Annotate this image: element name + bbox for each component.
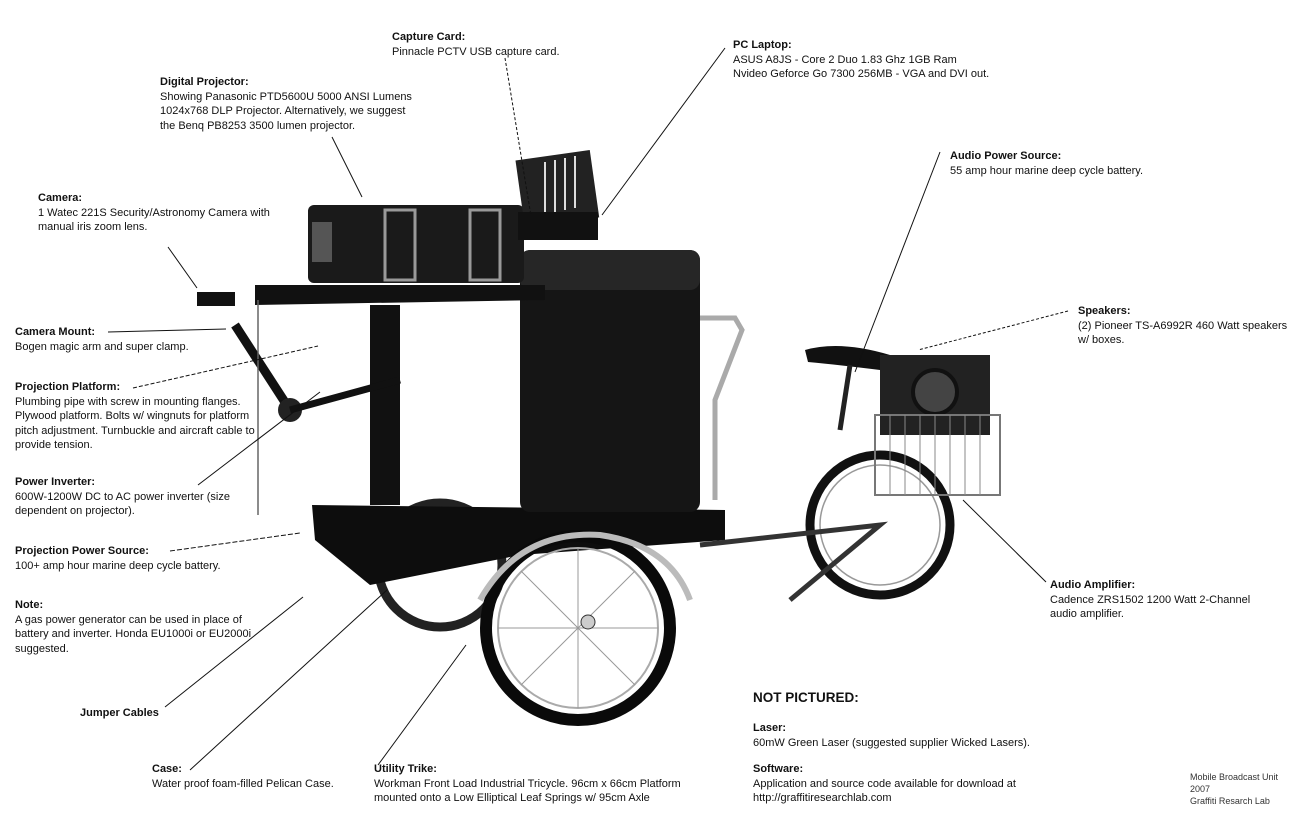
label-audio-amplifier: Audio Amplifier: Cadence ZRS1502 1200 Wa…: [1050, 578, 1250, 622]
credit-year: 2007: [1190, 784, 1211, 794]
credit-block: Mobile Broadcast Unit 2007 Graffiti Resa…: [1190, 771, 1278, 807]
label-line: provide tension.: [15, 439, 93, 451]
label-line: 600W-1200W DC to AC power inverter (size: [15, 490, 230, 503]
label-line: (2) Pioneer TS-A6992R 460 Watt speakers: [1078, 319, 1288, 332]
not-pictured-heading: NOT PICTURED:: [753, 690, 859, 705]
label-title: Power Inverter:: [15, 476, 96, 488]
label-laser: Laser: 60mW Green Laser (suggested suppl…: [753, 721, 1030, 750]
label-line: ASUS A8JS - Core 2 Duo 1.83 Ghz 1GB Ram: [733, 53, 957, 66]
label-line: Bogen magic arm and super clamp.: [15, 340, 189, 353]
label-line: 1 Watec 221S Security/Astronomy Camera w…: [38, 206, 270, 219]
label-audio-power-source: Audio Power Source: 55 amp hour marine d…: [950, 149, 1143, 178]
label-line: suggested.: [15, 642, 69, 655]
label-line: Plywood platform. Bolts w/ wingnuts for …: [15, 410, 250, 422]
label-case: Case: Water proof foam-filled Pelican Ca…: [152, 762, 334, 791]
label-line: dependent on projector).: [15, 505, 135, 517]
label-title: Note:: [15, 599, 44, 611]
label-title: Capture Card:: [392, 31, 466, 43]
label-title: Projection Power Source:: [15, 545, 149, 557]
label-line: Cadence ZRS1502 1200 Watt 2-Channel: [1050, 593, 1251, 606]
label-title: Camera:: [38, 192, 83, 204]
label-line: Pinnacle PCTV USB capture card.: [392, 45, 560, 58]
label-camera-mount: Camera Mount: Bogen magic arm and super …: [15, 325, 189, 354]
label-line: 1024x768 DLP Projector. Alternatively, w…: [160, 105, 406, 117]
label-line: 55 amp hour marine deep cycle battery.: [950, 164, 1144, 177]
label-utility-trike: Utility Trike: Workman Front Load Indust…: [374, 762, 681, 806]
label-digital-projector: Digital Projector: Showing Panasonic PTD…: [160, 75, 412, 133]
label-camera: Camera: 1 Watec 221S Security/Astronomy …: [38, 191, 270, 235]
label-title: Projection Platform:: [15, 381, 121, 393]
label-power-inverter: Power Inverter: 600W-1200W DC to AC powe…: [15, 475, 230, 519]
label-title: Case:: [152, 763, 182, 775]
label-line: w/ boxes.: [1078, 334, 1125, 346]
label-line: the Benq PB8253 3500 lumen projector.: [160, 119, 356, 132]
label-title: Speakers:: [1078, 305, 1131, 317]
label-line: Water proof foam-filled Pelican Case.: [152, 777, 334, 790]
label-capture-card: Capture Card: Pinnacle PCTV USB capture …: [392, 30, 560, 59]
label-speakers: Speakers: (2) Pioneer TS-A6992R 460 Watt…: [1078, 304, 1287, 348]
label-line: pitch adjustment. Turnbuckle and aircraf…: [15, 424, 255, 437]
label-software: Software: Application and source code av…: [753, 762, 1016, 806]
label-title: Utility Trike:: [374, 763, 437, 775]
trike-drawing: [197, 150, 1001, 726]
label-title: PC Laptop:: [733, 39, 792, 51]
label-title: Audio Power Source:: [950, 150, 1062, 162]
label-projection-power-source: Projection Power Source: 100+ amp hour m…: [15, 544, 221, 573]
label-line: 100+ amp hour marine deep cycle battery.: [15, 559, 221, 572]
label-title: Laser:: [753, 722, 787, 734]
label-line: battery and inverter. Honda EU1000i or E…: [15, 628, 252, 640]
label-line: Workman Front Load Industrial Tricycle. …: [374, 777, 681, 790]
label-line: 60mW Green Laser (suggested supplier Wic…: [753, 736, 1030, 749]
label-line: Plumbing pipe with screw in mounting fla…: [15, 395, 241, 408]
label-title: Camera Mount:: [15, 326, 96, 338]
label-jumper-cables: Jumper Cables: [80, 706, 159, 721]
label-note: Note: A gas power generator can be used …: [15, 598, 251, 656]
label-title: Jumper Cables: [80, 707, 159, 719]
label-title: Digital Projector:: [160, 76, 249, 88]
label-line: mounted onto a Low Elliptical Leaf Sprin…: [374, 792, 650, 804]
label-line: manual iris zoom lens.: [38, 221, 148, 233]
label-projection-platform: Projection Platform: Plumbing pipe with …: [15, 380, 255, 453]
label-line: Application and source code available fo…: [753, 777, 1016, 790]
label-line: Nvideo Geforce Go 7300 256MB - VGA and D…: [733, 68, 990, 80]
credit-title: Mobile Broadcast Unit: [1190, 772, 1279, 782]
label-line: audio amplifier.: [1050, 608, 1124, 620]
label-title: Audio Amplifier:: [1050, 579, 1136, 591]
label-line: Showing Panasonic PTD5600U 5000 ANSI Lum…: [160, 90, 412, 103]
label-line: A gas power generator can be used in pla…: [15, 613, 242, 626]
software-link[interactable]: http://graffitiresearchlab.com: [753, 792, 892, 804]
credit-org: Graffiti Resarch Lab: [1190, 796, 1270, 806]
label-title: Software:: [753, 763, 804, 775]
leader-lines: [107, 47, 1069, 771]
label-pc-laptop: PC Laptop: ASUS A8JS - Core 2 Duo 1.83 G…: [733, 38, 989, 82]
